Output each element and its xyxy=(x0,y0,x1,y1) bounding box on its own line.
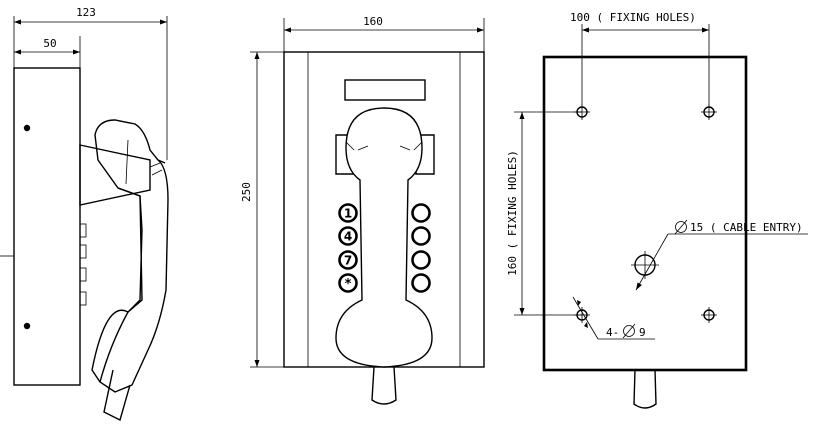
fixing-hole-bottom-right-icon xyxy=(701,307,717,323)
overall-depth-label: 123 xyxy=(76,6,96,19)
front-handset xyxy=(335,107,433,368)
horizontal-holes-dimension: 100 ( FIXING HOLES) xyxy=(570,11,709,33)
key-4: 4 xyxy=(338,226,358,246)
rear-cable-stub xyxy=(633,369,657,409)
holes-dia-label: 9 xyxy=(639,326,646,339)
box-depth-dimension: 50 xyxy=(14,37,80,55)
front-width-label: 160 xyxy=(363,15,383,28)
front-width-dimension: 160 xyxy=(284,15,484,33)
key-star: * xyxy=(338,273,358,293)
holes-count-label: 4- xyxy=(606,326,619,339)
rear-body xyxy=(542,55,748,372)
keys-right-column xyxy=(411,203,431,293)
svg-text:1: 1 xyxy=(344,207,352,221)
holes-callout: 4- 9 xyxy=(572,296,655,340)
vertical-holes-label: 160 ( FIXING HOLES) xyxy=(506,150,519,276)
horizontal-holes-label: 100 ( FIXING HOLES) xyxy=(570,11,696,24)
diameter-symbol-icon xyxy=(674,219,688,235)
key-1: 1 xyxy=(338,203,358,223)
front-height-dimension: 250 xyxy=(240,52,260,367)
fixing-hole-top-left-icon xyxy=(574,104,590,120)
svg-text:4: 4 xyxy=(344,230,352,244)
cable-entry: 15 ( CABLE ENTRY) xyxy=(631,219,808,291)
key-7: 7 xyxy=(338,250,358,270)
side-box xyxy=(13,67,81,386)
fixing-hole-top-right-icon xyxy=(701,104,717,120)
side-cradle xyxy=(79,144,151,206)
side-screw-bottom-icon xyxy=(23,322,31,330)
front-label-window xyxy=(344,79,426,101)
side-screw-top-icon xyxy=(23,124,31,132)
cable-entry-label: 15 ( CABLE ENTRY) xyxy=(690,221,803,234)
side-handset xyxy=(91,119,169,422)
front-height-label: 250 xyxy=(240,182,253,202)
side-view: 123 50 xyxy=(0,6,169,422)
front-view: 160 250 1 xyxy=(240,15,485,405)
box-depth-label: 50 xyxy=(43,37,56,50)
front-keypad: 1 4 7 * xyxy=(338,203,431,293)
side-keypad xyxy=(79,223,87,306)
fixing-hole-bottom-left-icon xyxy=(574,307,590,323)
front-cord xyxy=(371,366,397,405)
svg-text:*: * xyxy=(345,277,352,292)
diameter-symbol-small-icon xyxy=(622,323,636,339)
vertical-holes-dimension: 160 ( FIXING HOLES) xyxy=(506,112,525,315)
overall-depth-dimension: 123 xyxy=(14,6,167,25)
svg-text:7: 7 xyxy=(344,254,352,268)
fixing-holes xyxy=(574,104,717,323)
rear-view: 100 ( FIXING HOLES) 160 ( FIXING HOLES) xyxy=(506,11,808,409)
